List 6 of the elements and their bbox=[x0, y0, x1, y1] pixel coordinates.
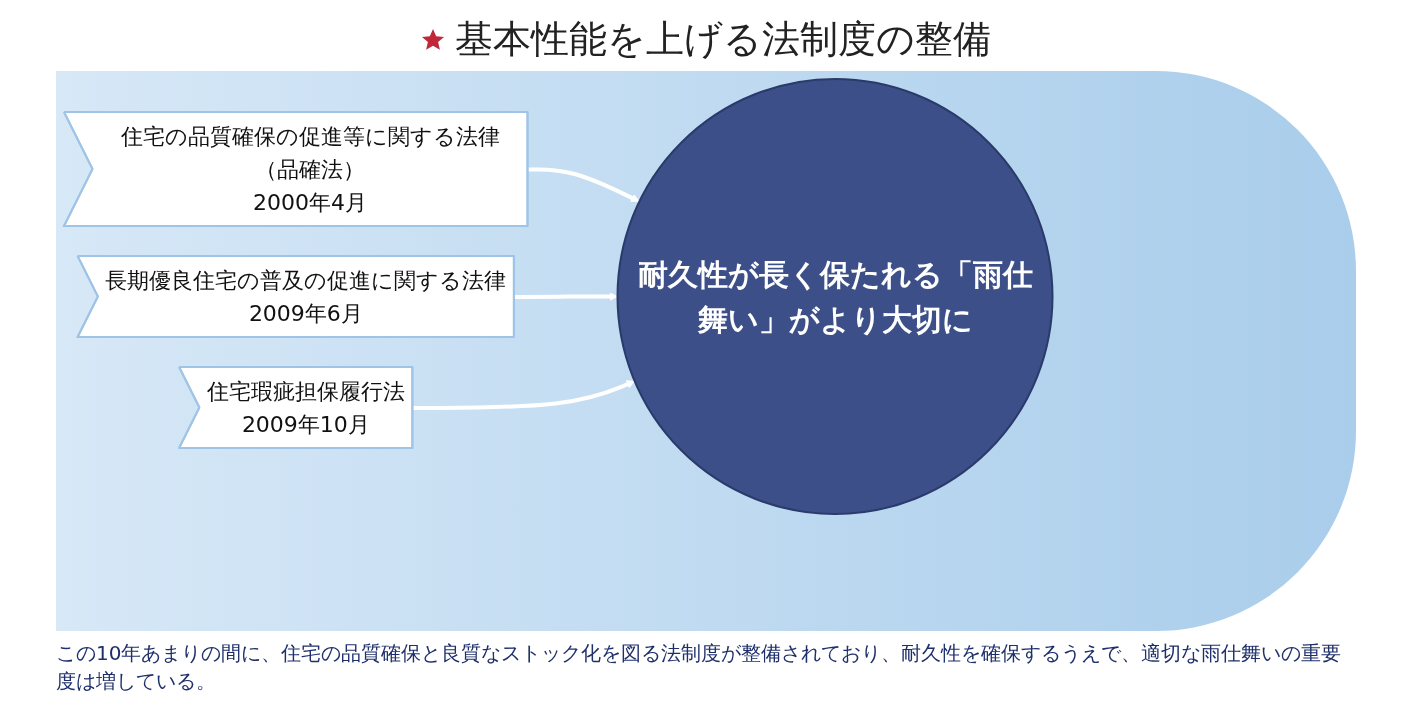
title: 基本性能を上げる法制度の整備 bbox=[455, 16, 991, 63]
arrow bbox=[514, 292, 618, 301]
caption: この10年あまりの間に、住宅の品質確保と良質なストック化を図る法制度が整備されており、耐久性を確保するうえで、適切な雨仕舞いの重要度は増している。 bbox=[56, 640, 1343, 695]
arrow bbox=[527, 167, 640, 202]
node-circle: 耐久性が長く保たれる「雨仕舞い」がより大切に bbox=[616, 78, 1054, 515]
arrow bbox=[412, 380, 636, 410]
